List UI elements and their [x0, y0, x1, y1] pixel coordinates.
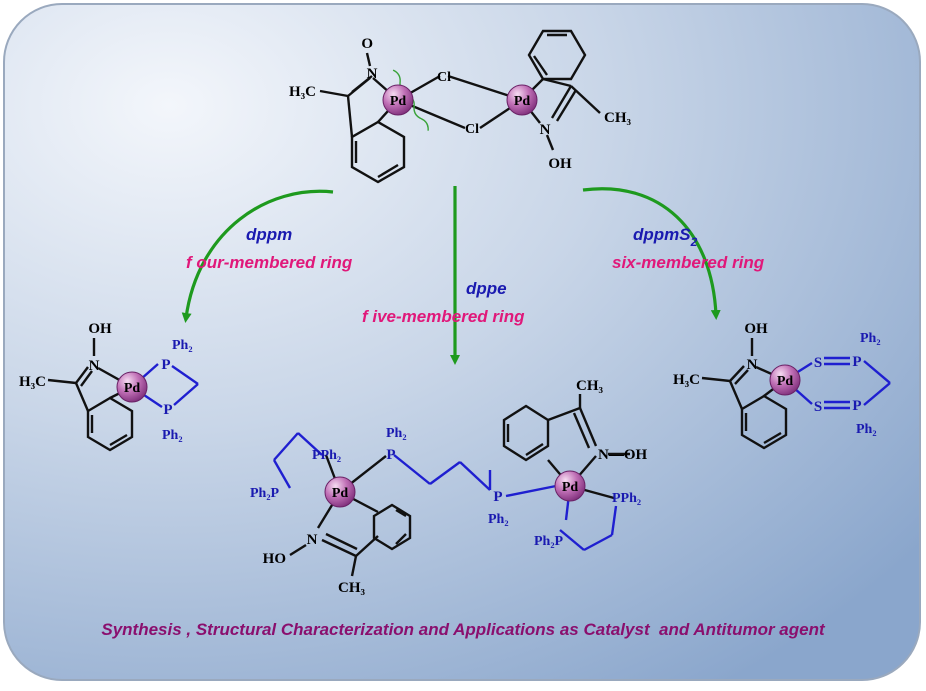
oh-label: OH: [744, 321, 768, 337]
reagent-dppm: dppm: [246, 225, 292, 244]
pd-label: Pd: [390, 94, 407, 109]
pd-label: Pd: [777, 374, 794, 389]
ho-label: HO: [263, 551, 286, 567]
ph2p-label: Ph₂P: [534, 534, 564, 549]
o-label: O: [361, 36, 373, 52]
ring-label-left: f our-membered ring: [186, 253, 353, 272]
ch3-label: CH₃: [604, 110, 632, 126]
h3c-label: H₃C: [673, 372, 700, 388]
ring-label-right: six-membered ring: [612, 253, 765, 272]
n-label: N: [307, 532, 318, 548]
pd-atom: [506, 84, 538, 116]
pd-label: Pd: [514, 94, 531, 109]
n-label: N: [89, 358, 100, 374]
s-label: S: [814, 355, 822, 371]
n-oh-label: N—OH: [598, 447, 648, 463]
product-dppe: Pd PPh₂ Ph₂P P Ph₂ N HO CH₃: [250, 378, 648, 596]
ph2-label: Ph₂: [386, 426, 407, 441]
p-label: P: [161, 357, 170, 373]
background-panel: [3, 3, 921, 681]
ph2-label: Ph₂: [860, 331, 881, 346]
ch3-label: CH₃: [576, 378, 604, 394]
ph2-label: Ph₂: [856, 422, 877, 437]
pd-atom: [769, 364, 801, 396]
caption: Synthesis , Structural Characterization …: [101, 620, 826, 639]
pd-atom: [382, 84, 414, 116]
product-dppms2: Pd N OH H₃C S S P P Ph₂ Ph₂: [673, 321, 891, 450]
pd-atom: [116, 371, 148, 403]
ph2-label: Ph₂: [488, 512, 509, 527]
reagent-subscript: 2: [690, 235, 698, 249]
pph2-label: PPh₂: [312, 448, 341, 463]
pd-atom: [554, 470, 586, 502]
arrow-right: [582, 187, 721, 320]
reaction-arrows: [181, 186, 721, 365]
pd-label: Pd: [562, 480, 579, 495]
oh-label: OH: [548, 156, 572, 172]
pph2-label: PPh₂: [612, 491, 641, 506]
ph2-label: Ph₂: [162, 428, 183, 443]
ring-label-center: f ive-membered ring: [362, 307, 525, 326]
arrow-left: [181, 189, 334, 323]
p-label: P: [163, 402, 172, 418]
p-label: P: [493, 489, 502, 505]
s-label: S: [814, 399, 822, 415]
p-label: P: [852, 354, 861, 370]
pd-atom: [324, 476, 356, 508]
oh-label: OH: [88, 321, 112, 337]
pd-label: Pd: [124, 381, 141, 396]
cl-label: Cl: [465, 122, 479, 137]
ph2p-label: Ph₂P: [250, 486, 280, 501]
ph2-label: Ph₂: [172, 338, 193, 353]
reagent-dppms2: dppmS: [633, 225, 691, 244]
n-label: N: [540, 122, 551, 138]
h3c-label: H₃C: [289, 84, 316, 100]
reagent-dppe: dppe: [466, 279, 507, 298]
p-label: P: [852, 398, 861, 414]
n-label: N: [747, 357, 758, 373]
product-dppm: Pd N OH H₃C P P Ph₂ Ph₂: [19, 321, 199, 452]
n-label: N: [367, 66, 378, 82]
ch3-label: CH₃: [338, 580, 366, 596]
h3c-label: H₃C: [19, 374, 46, 390]
pd-label: Pd: [332, 486, 349, 501]
svg-text:dppmS2: dppmS2: [633, 225, 698, 249]
cl-label: Cl: [437, 70, 451, 85]
p-label: P: [386, 447, 395, 463]
